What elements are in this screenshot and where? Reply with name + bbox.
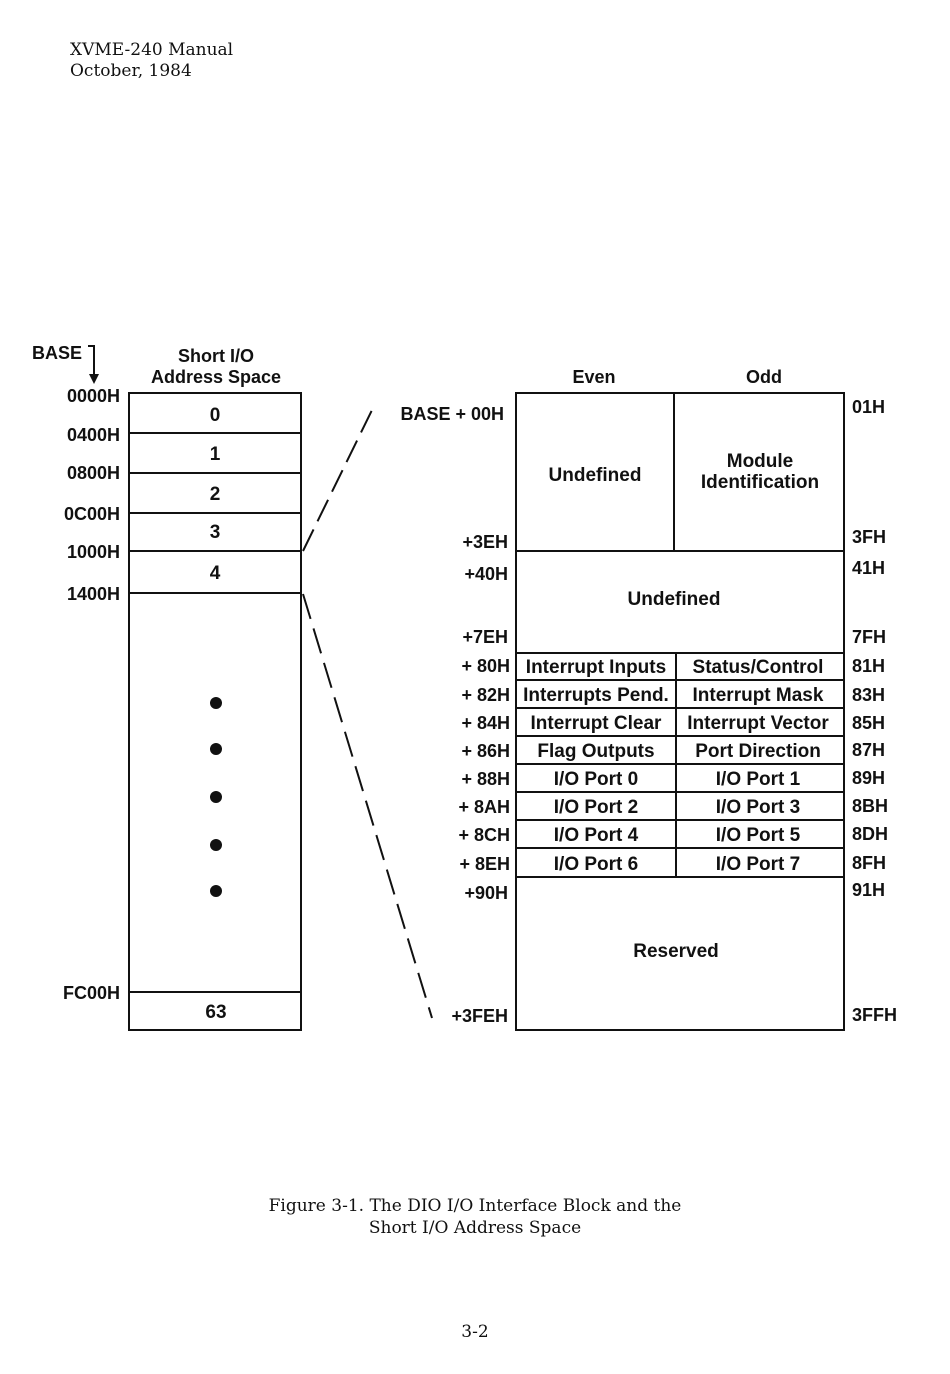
- block-label: 3: [210, 522, 221, 543]
- offset-label: +7EH: [462, 627, 508, 647]
- register-even: Interrupts Pend.: [523, 685, 669, 706]
- register-table: Interrupt Inputs Status/Control Interrup…: [523, 657, 829, 875]
- offset-label: 83H: [852, 685, 885, 705]
- caption-line2: Short I/O Address Space: [368, 1218, 582, 1238]
- register-even: Interrupt Clear: [531, 713, 663, 734]
- ellipsis-dots: [210, 697, 222, 897]
- offset-label: 87H: [852, 740, 885, 760]
- ellipsis-dot-icon: [210, 743, 222, 755]
- register-even: I/O Port 4: [554, 825, 639, 846]
- short-io-title-line2: Address Space: [151, 367, 281, 387]
- base-arrow-icon: [88, 345, 95, 380]
- addr-label: 0400H: [67, 425, 120, 445]
- base-label: BASE: [32, 343, 82, 363]
- caption-line1: Figure 3-1. The DIO I/O Interface Block …: [268, 1196, 682, 1216]
- offset-label: +3FEH: [451, 1006, 508, 1026]
- offset-label: + 88H: [461, 769, 510, 789]
- offset-label: 91H: [852, 880, 885, 900]
- offset-label: 89H: [852, 768, 885, 788]
- offset-label: + 8CH: [458, 825, 510, 845]
- addr-label-last: FC00H: [63, 983, 120, 1003]
- short-io-outline: [128, 392, 302, 1031]
- document-header: XVME-240 Manual October, 1984: [70, 40, 233, 82]
- top-even-undefined: Undefined: [549, 465, 642, 486]
- ellipsis-dot-icon: [210, 885, 222, 897]
- dio-left-offsets: BASE + 00H +3EH +40H +7EH + 80H + 82H + …: [400, 404, 510, 1026]
- dio-right-offsets: 01H 3FH 41H 7FH 81H 83H 85H 87H 89H 8BH …: [852, 397, 897, 1025]
- ellipsis-dot-icon: [210, 697, 222, 709]
- register-even: Interrupt Inputs: [526, 657, 666, 678]
- manual-date: October, 1984: [70, 61, 192, 81]
- block-label: 4: [210, 563, 221, 584]
- offset-label: 3FH: [852, 527, 886, 547]
- block-label: 1: [210, 444, 221, 465]
- block-label-last: 63: [205, 1002, 226, 1023]
- offset-label: +3EH: [462, 532, 508, 552]
- module-id-line1: Module: [727, 451, 794, 472]
- manual-title: XVME-240 Manual: [70, 40, 234, 60]
- offset-label: 01H: [852, 397, 885, 417]
- addr-label: 1400H: [67, 584, 120, 604]
- register-odd: I/O Port 5: [716, 825, 801, 846]
- offset-label: 8FH: [852, 853, 886, 873]
- col-even-header: Even: [572, 367, 615, 387]
- offset-label: 41H: [852, 558, 885, 578]
- col-odd-header: Odd: [746, 367, 782, 387]
- offset-label: 8DH: [852, 824, 888, 844]
- register-odd: Status/Control: [693, 657, 824, 678]
- register-even: Flag Outputs: [537, 741, 654, 762]
- offset-label: 3FFH: [852, 1005, 897, 1025]
- reserved-label: Reserved: [633, 941, 719, 962]
- offset-label: + 8EH: [459, 854, 510, 874]
- offset-label: + 8AH: [458, 797, 510, 817]
- dio-outline: [515, 392, 845, 1031]
- offset-label: 8BH: [852, 796, 888, 816]
- offset-label: + 80H: [461, 656, 510, 676]
- offset-label: +90H: [464, 883, 508, 903]
- base-offset-label: BASE + 00H: [400, 404, 504, 424]
- page-number: 3-2: [461, 1322, 489, 1342]
- dio-block: [515, 392, 845, 1031]
- offset-label: + 84H: [461, 713, 510, 733]
- ellipsis-dot-icon: [210, 791, 222, 803]
- short-io-title-line1: Short I/O: [178, 346, 254, 366]
- register-even: I/O Port 6: [554, 854, 638, 875]
- middle-undefined: Undefined: [628, 589, 721, 610]
- register-odd: I/O Port 3: [716, 797, 800, 818]
- short-io-blocks: 0 1 2 3 4 63: [205, 405, 226, 1023]
- short-io-column: [128, 392, 302, 1031]
- addr-label: 0800H: [67, 463, 120, 483]
- register-odd: Interrupt Vector: [687, 713, 829, 734]
- figure-caption: Figure 3-1. The DIO I/O Interface Block …: [0, 1195, 950, 1239]
- addr-label: 0C00H: [64, 504, 120, 524]
- offset-label: 85H: [852, 713, 885, 733]
- addr-label: 1000H: [67, 542, 120, 562]
- register-even: I/O Port 0: [554, 769, 638, 790]
- base-arrowhead-icon: [89, 374, 99, 384]
- register-even: I/O Port 2: [554, 797, 638, 818]
- offset-label: + 86H: [461, 741, 510, 761]
- block-label: 2: [210, 484, 221, 505]
- register-odd: Interrupt Mask: [693, 685, 824, 706]
- offset-label: 7FH: [852, 627, 886, 647]
- offset-label: + 82H: [461, 685, 510, 705]
- addr-label: 0000H: [67, 386, 120, 406]
- module-id-line2: Identification: [701, 472, 819, 493]
- block-label: 0: [210, 405, 221, 426]
- ellipsis-dot-icon: [210, 839, 222, 851]
- offset-label: 81H: [852, 656, 885, 676]
- expansion-line-bottom: [302, 593, 433, 1019]
- short-io-address-labels: 0000H 0400H 0800H 0C00H 1000H 1400H FC00…: [63, 386, 120, 1003]
- register-odd: I/O Port 1: [716, 769, 801, 790]
- offset-label: +40H: [464, 564, 508, 584]
- register-odd: Port Direction: [695, 741, 821, 762]
- register-odd: I/O Port 7: [716, 854, 800, 875]
- expansion-line-top: [302, 409, 373, 552]
